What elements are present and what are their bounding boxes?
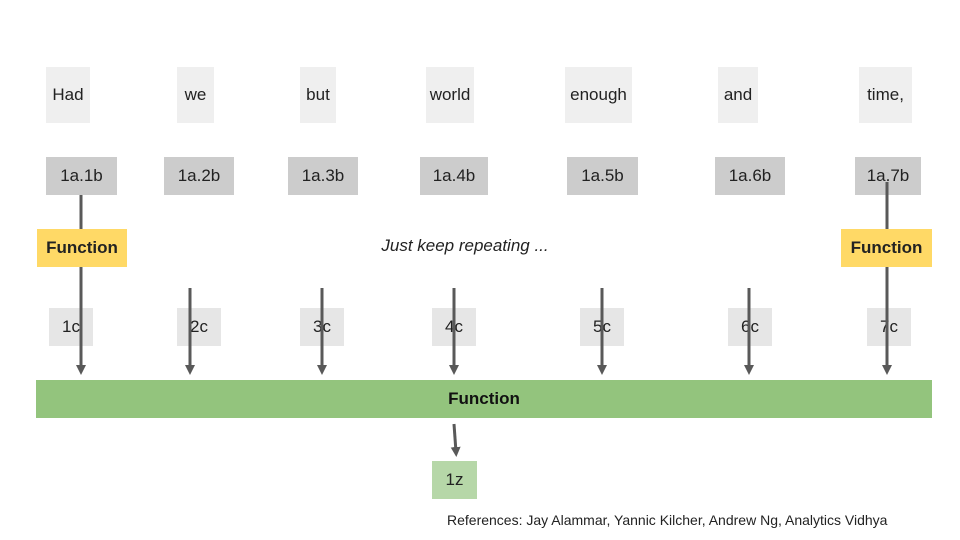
vector-box-1: 1a.1b (46, 157, 117, 195)
word-box-7: time, (859, 67, 912, 123)
word-box-6: and (718, 67, 758, 123)
vector-box-6: 1a.6b (715, 157, 785, 195)
output-box-6: 6c (728, 308, 772, 346)
word-box-1: Had (46, 67, 90, 123)
function-box-first: Function (37, 229, 127, 267)
output-box-3: 3c (300, 308, 344, 346)
repeat-note: Just keep repeating ... (381, 236, 549, 255)
output-box-1: 1c (49, 308, 93, 346)
word-box-4: world (426, 67, 474, 123)
output-box-2: 2c (177, 308, 221, 346)
word-box-2: we (177, 67, 214, 123)
result-box: 1z (432, 461, 477, 499)
function-box-last: Function (841, 229, 932, 267)
output-box-5: 5c (580, 308, 624, 346)
function-bar: Function (36, 380, 932, 418)
arrow-result (450, 423, 461, 457)
vector-box-2: 1a.2b (164, 157, 234, 195)
vector-box-3: 1a.3b (288, 157, 358, 195)
vector-box-7: 1a.7b (855, 157, 921, 195)
output-box-4: 4c (432, 308, 476, 346)
vector-box-5: 1a.5b (567, 157, 638, 195)
vector-box-4: 1a.4b (420, 157, 488, 195)
references-text: References: Jay Alammar, Yannic Kilcher,… (447, 512, 888, 528)
word-box-3: but (300, 67, 336, 123)
word-box-5: enough (565, 67, 632, 123)
output-box-7: 7c (867, 308, 911, 346)
